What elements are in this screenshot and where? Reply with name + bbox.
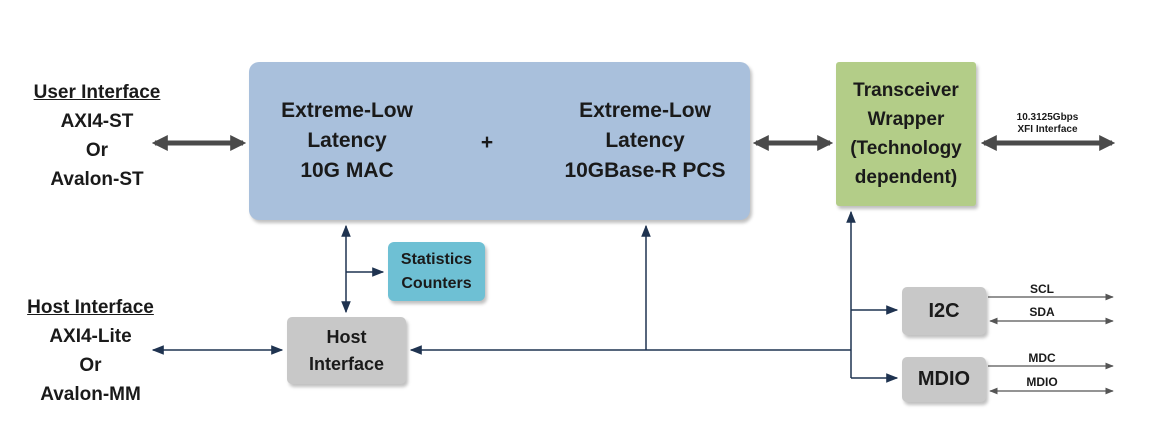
xfi-rate: 10.3125Gbps	[1016, 112, 1079, 123]
mdc-label: MDC	[1028, 351, 1056, 365]
pcs-label: Extreme-Low Latency 10GBase-R PCS	[564, 99, 726, 182]
xfi-label: 10.3125Gbps XFI Interface	[990, 112, 1105, 136]
mdio-signal-label: MDIO	[1026, 375, 1058, 389]
user-interface-heading: User Interface	[33, 82, 161, 103]
host-interface-line3: Avalon-MM	[40, 384, 141, 405]
transceiver-wrapper-block: Transceiver Wrapper (Technology dependen…	[836, 62, 976, 206]
host-interface-line1: AXI4-Lite	[49, 326, 132, 347]
mdio-block: MDIO	[902, 357, 986, 402]
sda-label: SDA	[1029, 305, 1055, 319]
i2c-block: I2C	[902, 287, 986, 335]
host-interface-block: Host Interface	[287, 317, 406, 384]
host-interface-line2: Or	[79, 355, 102, 376]
user-interface-line1: AXI4-ST	[60, 111, 134, 132]
plus-sign: +	[480, 131, 494, 154]
user-interface-line3: Avalon-ST	[50, 169, 144, 190]
mac-label: Extreme-Low Latency 10G MAC	[281, 99, 413, 182]
user-interface-label: User Interface AXI4-ST Or Avalon-ST	[12, 78, 182, 194]
scl-label: SCL	[1030, 282, 1054, 296]
xfi-interface: XFI Interface	[1017, 124, 1078, 135]
host-interface-label: Host Interface AXI4-Lite Or Avalon-MM	[8, 293, 173, 409]
user-interface-line2: Or	[85, 140, 109, 161]
statistics-counters-block: Statistics Counters	[388, 242, 485, 301]
mac-pcs-block	[249, 62, 750, 220]
host-interface-heading: Host Interface	[27, 297, 154, 318]
